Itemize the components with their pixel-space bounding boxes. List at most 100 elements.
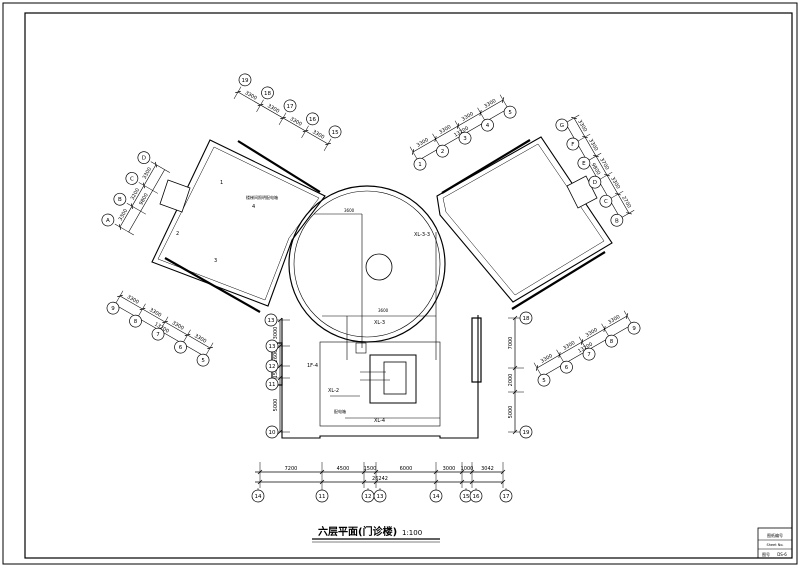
axis-label: 1	[418, 162, 422, 168]
inner-border	[24, 12, 793, 559]
drawing-title: 六层平面(门诊楼) 1:100	[312, 525, 440, 543]
wing-dim-label: 3300	[148, 307, 162, 319]
wing-dim-subtotal: 9800	[590, 162, 602, 176]
axis-label: 15	[463, 494, 470, 500]
central-rotunda	[288, 185, 446, 343]
wing-dim-label: 3300	[461, 111, 475, 123]
axis-label: E	[582, 161, 586, 167]
axis-label: 14	[255, 494, 262, 500]
axis-label: 17	[503, 494, 510, 500]
axis-label: 14	[433, 494, 440, 500]
axis-bubble-wing: 5	[503, 105, 517, 119]
left-dim-label: 5000	[273, 399, 279, 412]
axis-bubble-wing: 9	[627, 321, 641, 335]
axis-label: 16	[309, 117, 316, 123]
axis-bubble-bottom: 11	[315, 489, 329, 503]
wing-dim-label: 3300	[126, 294, 140, 306]
label-panel-1f4: 1F-4	[307, 363, 318, 369]
axis-bubble-bottom: 12	[361, 489, 375, 503]
axis-bubble-wing: 7	[151, 327, 165, 341]
upper-left-wing	[151, 139, 326, 313]
right-dim-label: 2000	[508, 374, 514, 387]
right-dim-label: 5000	[508, 406, 514, 419]
title-block-line2: Sheet No.	[766, 543, 783, 547]
title-block: 图纸编号 Sheet No. 图号 DS-6	[757, 527, 793, 559]
label-xl2: XL-2	[328, 388, 339, 394]
axis-bubble-wing: 5	[537, 373, 551, 387]
bottom-dim-label: 1500	[364, 466, 377, 472]
wing-dim-label: 3300	[607, 314, 621, 326]
axis-label: D	[142, 156, 146, 162]
axis-label: 13	[269, 344, 276, 350]
axis-label: 18	[264, 91, 271, 97]
axis-bubble-wing: 2	[436, 144, 449, 158]
axis-bubble-left: 11	[265, 377, 279, 391]
axis-label: 7	[587, 352, 591, 358]
wing-dim-subtotal: 9800	[138, 192, 150, 206]
axis-bubble-wing: C	[125, 172, 139, 185]
room-mark: 1	[220, 180, 223, 186]
axis-label: G	[560, 123, 564, 129]
wing-dim-label: 3300	[483, 98, 497, 110]
wing-dim-label: 3300	[244, 90, 258, 102]
axis-label: 3	[463, 136, 467, 142]
axis-label: 9	[111, 306, 115, 312]
axis-bubble-wing: A	[101, 213, 115, 227]
room-mark: 3	[214, 258, 217, 264]
axis-label: C	[130, 176, 134, 182]
bottom-dim-label: 7200	[285, 466, 298, 472]
lower-core	[271, 213, 482, 439]
wing-dim-label: 3300	[562, 340, 576, 352]
right-dim-label: 7000	[508, 337, 514, 350]
bottom-dim-total: 26242	[372, 476, 388, 482]
wing-dim-label: 3200	[130, 187, 142, 201]
axis-label: 11	[269, 382, 276, 388]
room-mark: 4	[252, 204, 255, 210]
axis-label: 13	[268, 318, 275, 324]
drawing-scale: 1:100	[402, 529, 422, 537]
wing-dim-label: 3300	[585, 327, 599, 339]
wing-dimension-chains: 3300330033003300191817161533003300330033…	[101, 73, 641, 387]
axis-bubble-wing: 3	[458, 131, 472, 145]
axis-bubble-wing: 15	[328, 125, 342, 139]
wing-dim-label: 3300	[171, 320, 185, 332]
axis-label: 12	[269, 364, 276, 370]
title-block-line1: 图纸编号	[767, 532, 783, 538]
left-dim-label: 3000	[273, 327, 279, 340]
axis-bubble-wing: 1	[413, 157, 427, 171]
axis-label: 11	[319, 494, 326, 500]
axis-label: 9	[632, 326, 636, 332]
axis-label: 13	[377, 494, 384, 500]
axis-bubble-wing: G	[555, 118, 569, 132]
axis-label: A	[106, 218, 110, 224]
note-top: 楼梯间照明配电箱	[246, 194, 278, 200]
wing-dim-label: 3300	[438, 124, 452, 136]
axis-bubble-wing: D	[588, 175, 602, 189]
label-xl4: XL-4	[374, 418, 385, 424]
axis-bubble-wing: 4	[481, 118, 494, 132]
axis-label: 5	[542, 378, 546, 384]
axis-label: 4	[486, 123, 490, 129]
bottom-dim-label: 4500	[337, 466, 350, 472]
axis-bubble-bottom: 17	[499, 489, 513, 503]
dim-middle-bottom: 3600	[378, 308, 389, 313]
axis-bubble-wing: C	[599, 194, 613, 208]
axis-bubble-wing: F	[566, 137, 580, 151]
room-marks: 1 2 3 4	[176, 180, 255, 264]
axis-bubble-wing: 19	[238, 73, 252, 87]
axis-bubble-bottom: 16	[469, 489, 483, 503]
axis-bubble-right: 18	[519, 311, 533, 325]
note-bottom: 配电箱	[334, 408, 346, 414]
wing-dim-label: 3300	[540, 353, 554, 365]
axis-label: B	[118, 197, 122, 203]
axis-bubble-left: 12	[265, 359, 279, 373]
axis-label: 15	[332, 130, 339, 136]
axis-bubble-bottom: 14	[429, 489, 443, 503]
wing-dim-label: 3300	[416, 137, 430, 149]
